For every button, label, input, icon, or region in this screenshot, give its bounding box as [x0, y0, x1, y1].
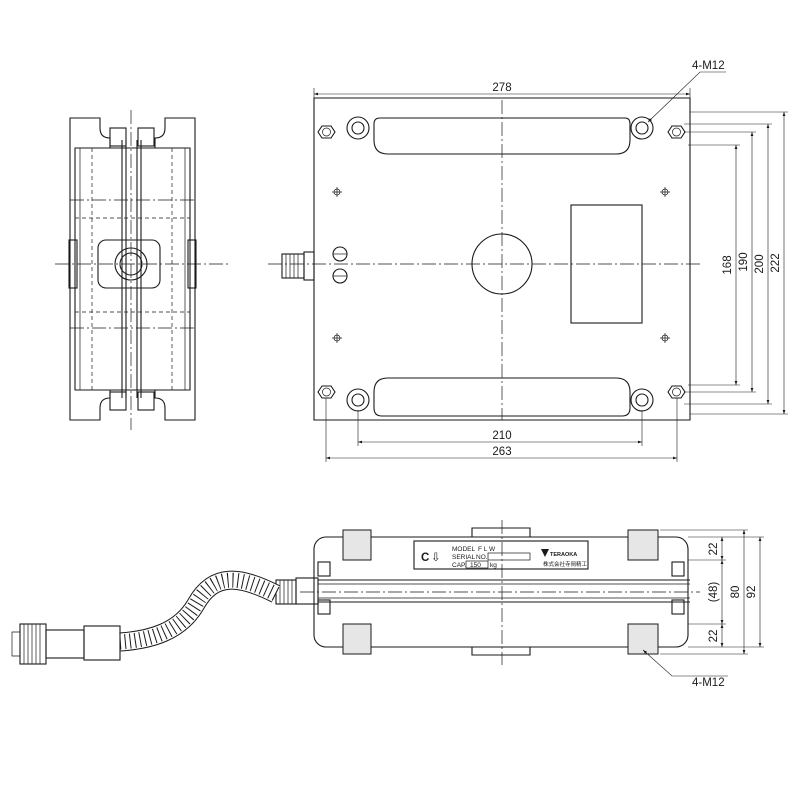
nameplate-cap-value: 150 — [470, 562, 481, 569]
dim-48: (48) — [708, 582, 720, 603]
dim-200: 200 — [754, 254, 766, 273]
dim-278: 278 — [492, 82, 511, 94]
thread-callout-top: 4-M12 — [692, 60, 725, 72]
nameplate-cap-label: CAP. — [452, 562, 467, 569]
dim-92: 92 — [746, 586, 758, 599]
nameplate-model-value: F L W — [478, 546, 496, 553]
dim-222: 222 — [770, 253, 782, 272]
nameplate-maker-logo: TERAOKA — [550, 552, 577, 558]
dim-190: 190 — [738, 252, 750, 271]
dim-22-bottom: 22 — [708, 630, 720, 643]
dim-168: 168 — [722, 255, 734, 274]
nameplate-serial-label: SERIAL — [452, 554, 476, 561]
plan-view: 278 210 263 168 190 200 222 4-M12 — [268, 60, 788, 462]
dim-263: 263 — [492, 446, 511, 458]
down-arrow-icon: ⇩ — [431, 552, 441, 564]
nameplate-maker-name: 株式会社寺岡精工 — [543, 560, 588, 568]
nameplate-mark-c: C — [421, 552, 429, 564]
nameplate-serial-no-label: NO. — [476, 554, 488, 561]
teraoka-logo-icon — [541, 549, 549, 557]
nameplate-model-label: MODEL — [452, 546, 476, 553]
side-view — [55, 110, 230, 430]
dim-80: 80 — [730, 586, 742, 599]
dim-210: 210 — [492, 430, 511, 442]
nameplate-cap-unit: kg — [490, 562, 497, 569]
front-view: C ⇩ MODEL F L W SERIAL NO. CAP. 150 kg T… — [11, 520, 764, 689]
dim-22-top: 22 — [708, 543, 720, 556]
thread-callout-bottom: 4-M12 — [692, 677, 725, 689]
